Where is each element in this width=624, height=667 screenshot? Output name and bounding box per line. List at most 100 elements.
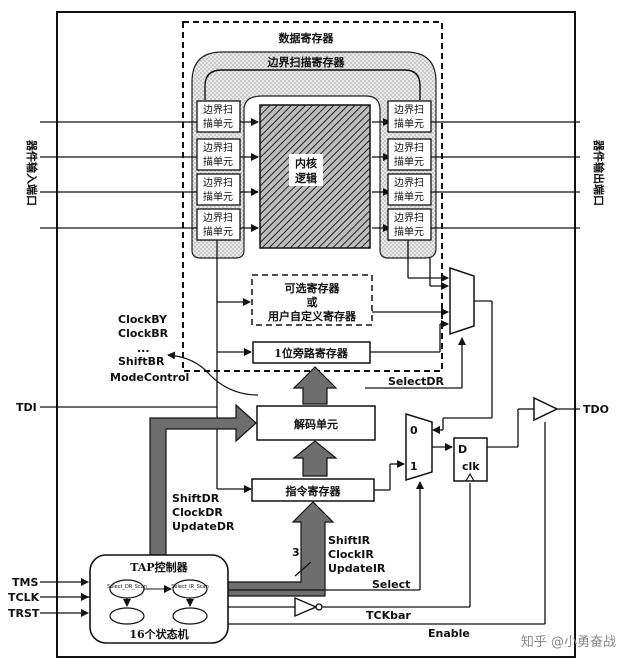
- trst-pin: TRST: [8, 607, 40, 620]
- tdi-bus: [216, 240, 252, 493]
- tms-pin: TMS: [12, 576, 38, 589]
- dr-signals: ShiftDR ClockDR UpdateDR: [172, 492, 235, 533]
- data-register-title: 数据寄存器: [279, 31, 335, 45]
- ff-to-buffer: [487, 408, 534, 448]
- br-signals: ClockBY ClockBR ... ShiftBR ModeControl: [110, 313, 189, 384]
- chip-outline: [56, 11, 576, 658]
- boundary-scan-path: [204, 69, 421, 100]
- enable-label: Enable: [428, 627, 470, 640]
- svg-text:边界扫: 边界扫: [394, 176, 424, 189]
- svg-text:ShiftIR: ShiftIR: [328, 534, 371, 547]
- svg-text:...: ...: [137, 342, 150, 355]
- boundary-cell: 边界扫 描单元: [196, 138, 241, 171]
- device-output-port: 器件输出端口: [592, 139, 606, 206]
- ir-signals: ShiftIR ClockIR UpdateIR: [328, 534, 386, 575]
- core-label-bg: [289, 154, 323, 186]
- ff-clock-mark: [465, 472, 475, 482]
- data-register-box: [182, 21, 443, 372]
- svg-text:ModeControl: ModeControl: [110, 371, 189, 384]
- watermark: 知乎 @小勇奋战: [521, 634, 616, 650]
- tdi-pin: TDI: [16, 401, 37, 414]
- svg-text:ClockBY: ClockBY: [118, 313, 168, 326]
- ir-to-mux: [374, 460, 405, 491]
- svg-text:描单元: 描单元: [203, 190, 233, 203]
- boundary-cell: 边界扫 描单元: [387, 100, 432, 133]
- svg-text:边界扫: 边界扫: [203, 141, 233, 154]
- state-select-dr-label: Select_DR_Scan: [107, 584, 147, 590]
- svg-text:边界扫: 边界扫: [203, 103, 233, 116]
- svg-text:描单元: 描单元: [203, 225, 233, 238]
- svg-text:描单元: 描单元: [203, 117, 233, 130]
- ff-d-label: D: [458, 443, 467, 456]
- decoder-to-dr-arrow: [292, 366, 338, 405]
- state-transitions: [123, 585, 194, 607]
- mux-input-0: 0: [410, 424, 418, 437]
- optional-register-line2: 或: [307, 295, 318, 309]
- dr-mux-inputs: [365, 240, 493, 434]
- ir-dr-mux: [405, 412, 433, 482]
- tdo-pin: TDO: [583, 403, 609, 416]
- tdo-buffer: [533, 396, 559, 422]
- core-label-line2: 逻辑: [295, 171, 317, 185]
- svg-text:ShiftDR: ShiftDR: [172, 492, 220, 505]
- svg-text:ClockIR: ClockIR: [328, 548, 374, 561]
- svg-text:UpdateDR: UpdateDR: [172, 520, 235, 533]
- state-ir-next: [172, 607, 208, 625]
- svg-text:ClockBR: ClockBR: [118, 327, 169, 340]
- tap-to-decoder-arrow: [149, 403, 257, 556]
- ir-to-decoder-arrow: [292, 440, 338, 477]
- svg-text:边界扫: 边界扫: [394, 103, 424, 116]
- svg-text:UpdateIR: UpdateIR: [328, 562, 386, 575]
- mux-input-1: 1: [410, 460, 418, 473]
- mux-output: [228, 443, 453, 591]
- svg-text:描单元: 描单元: [394, 155, 424, 168]
- boundary-cell: 边界扫 描单元: [196, 173, 241, 206]
- bus-width-label: 3: [292, 546, 300, 559]
- tckbar-inverter: [294, 596, 318, 618]
- tap-to-ir-arrow: [227, 501, 335, 597]
- instruction-register-label: 指令寄存器: [286, 484, 342, 498]
- core-label-line1: 内核: [295, 156, 317, 170]
- boundary-cell: 边界扫 描单元: [387, 173, 432, 206]
- decoder-label: 解码单元: [294, 417, 338, 431]
- tap-controller-title: TAP控制器: [130, 560, 188, 574]
- br-signal-arrow: [167, 351, 259, 396]
- svg-text:边界扫: 边界扫: [203, 176, 233, 189]
- svg-text:ClockDR: ClockDR: [172, 506, 223, 519]
- boundary-cell: 边界扫 描单元: [196, 100, 241, 133]
- select-dr-label: SelectDR: [388, 375, 445, 388]
- svg-text:边界扫: 边界扫: [203, 211, 233, 224]
- enable-line: [228, 422, 546, 625]
- svg-text:边界扫: 边界扫: [394, 141, 424, 154]
- svg-text:描单元: 描单元: [394, 190, 424, 203]
- device-input-port: 器件输入端口: [25, 139, 39, 206]
- svg-text:ShiftBR: ShiftBR: [118, 355, 165, 368]
- ff-clk-label: clk: [462, 460, 480, 473]
- state-select-ir-label: Select_IR_Scan: [171, 584, 209, 590]
- io-lines: [40, 118, 580, 232]
- boundary-cell: 边界扫 描单元: [387, 138, 432, 171]
- select-label: Select: [372, 578, 410, 591]
- decoder-unit: [256, 405, 376, 441]
- boundary-cell: 边界扫 描单元: [387, 208, 432, 241]
- boundary-scan-register-title: 边界扫描寄存器: [267, 55, 346, 69]
- boundary-cell: 边界扫 描单元: [196, 208, 241, 241]
- state-dr-next: [109, 607, 145, 625]
- svg-text:描单元: 描单元: [394, 117, 424, 130]
- svg-text:描单元: 描单元: [203, 155, 233, 168]
- bypass-register-label: 1位旁路寄存器: [274, 346, 349, 360]
- tap-pin-lines: [40, 578, 89, 617]
- dr-mux: [449, 266, 475, 336]
- optional-register-line1: 可选寄存器: [285, 281, 341, 295]
- svg-text:描单元: 描单元: [394, 225, 424, 238]
- tckbar-label: TCKbar: [366, 609, 411, 622]
- inverter-bubble: [315, 603, 323, 611]
- bus-width-tick: [294, 561, 312, 577]
- optional-register-line3: 用户自定义寄存器: [268, 309, 357, 323]
- svg-text:边界扫: 边界扫: [394, 211, 424, 224]
- tclk-pin: TCLK: [8, 591, 40, 604]
- optional-register: [251, 274, 373, 326]
- state-machine-label: 16个状态机: [129, 627, 188, 641]
